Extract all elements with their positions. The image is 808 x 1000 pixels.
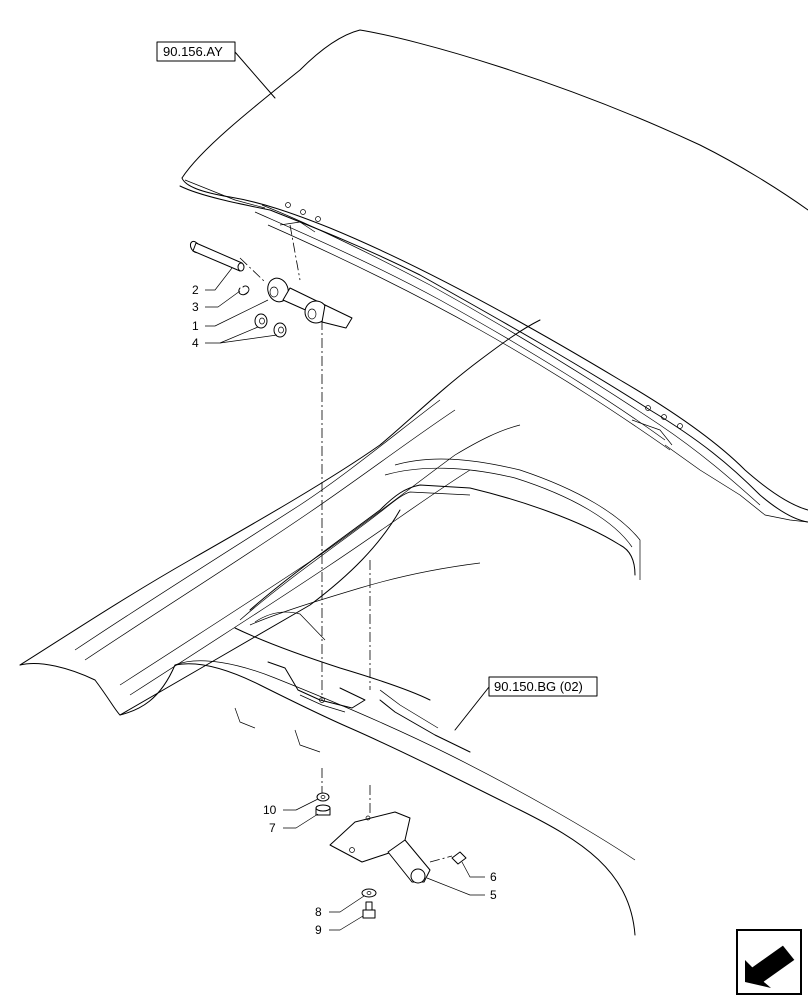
callout-10: 10 (263, 803, 277, 817)
hinge-pin (189, 240, 245, 272)
reference-label: 90.156.AY (163, 44, 223, 59)
small-pin (451, 851, 467, 865)
hinge-plate (329, 811, 431, 884)
cab-roof (19, 319, 641, 936)
callout-5: 5 (490, 888, 497, 902)
callout-3: 3 (192, 300, 199, 314)
roof-hatch-panel (179, 29, 808, 523)
bolt-lower (362, 901, 376, 919)
reference-box-cab-roof[interactable]: 90.150.BG (02) (454, 676, 598, 731)
callout-4: 4 (192, 336, 199, 350)
bushings (254, 313, 287, 338)
retaining-clip (238, 285, 250, 296)
callout-8: 8 (315, 905, 322, 919)
nut-upper (315, 804, 331, 816)
callout-7: 7 (269, 821, 276, 835)
callout-leaders (205, 267, 485, 931)
callout-6: 6 (490, 870, 497, 884)
callout-1: 1 (192, 319, 199, 333)
previous-page-arrow-icon[interactable] (736, 929, 802, 995)
reference-label: 90.150.BG (02) (494, 679, 583, 694)
callout-2: 2 (192, 283, 199, 297)
washer-lower (361, 888, 377, 898)
callout-9: 9 (315, 923, 322, 937)
alignment-lines (239, 224, 453, 863)
hinge-bracket (267, 277, 353, 329)
reference-box-roof-hatch[interactable]: 90.156.AY (156, 41, 276, 99)
washer-upper (316, 792, 330, 802)
